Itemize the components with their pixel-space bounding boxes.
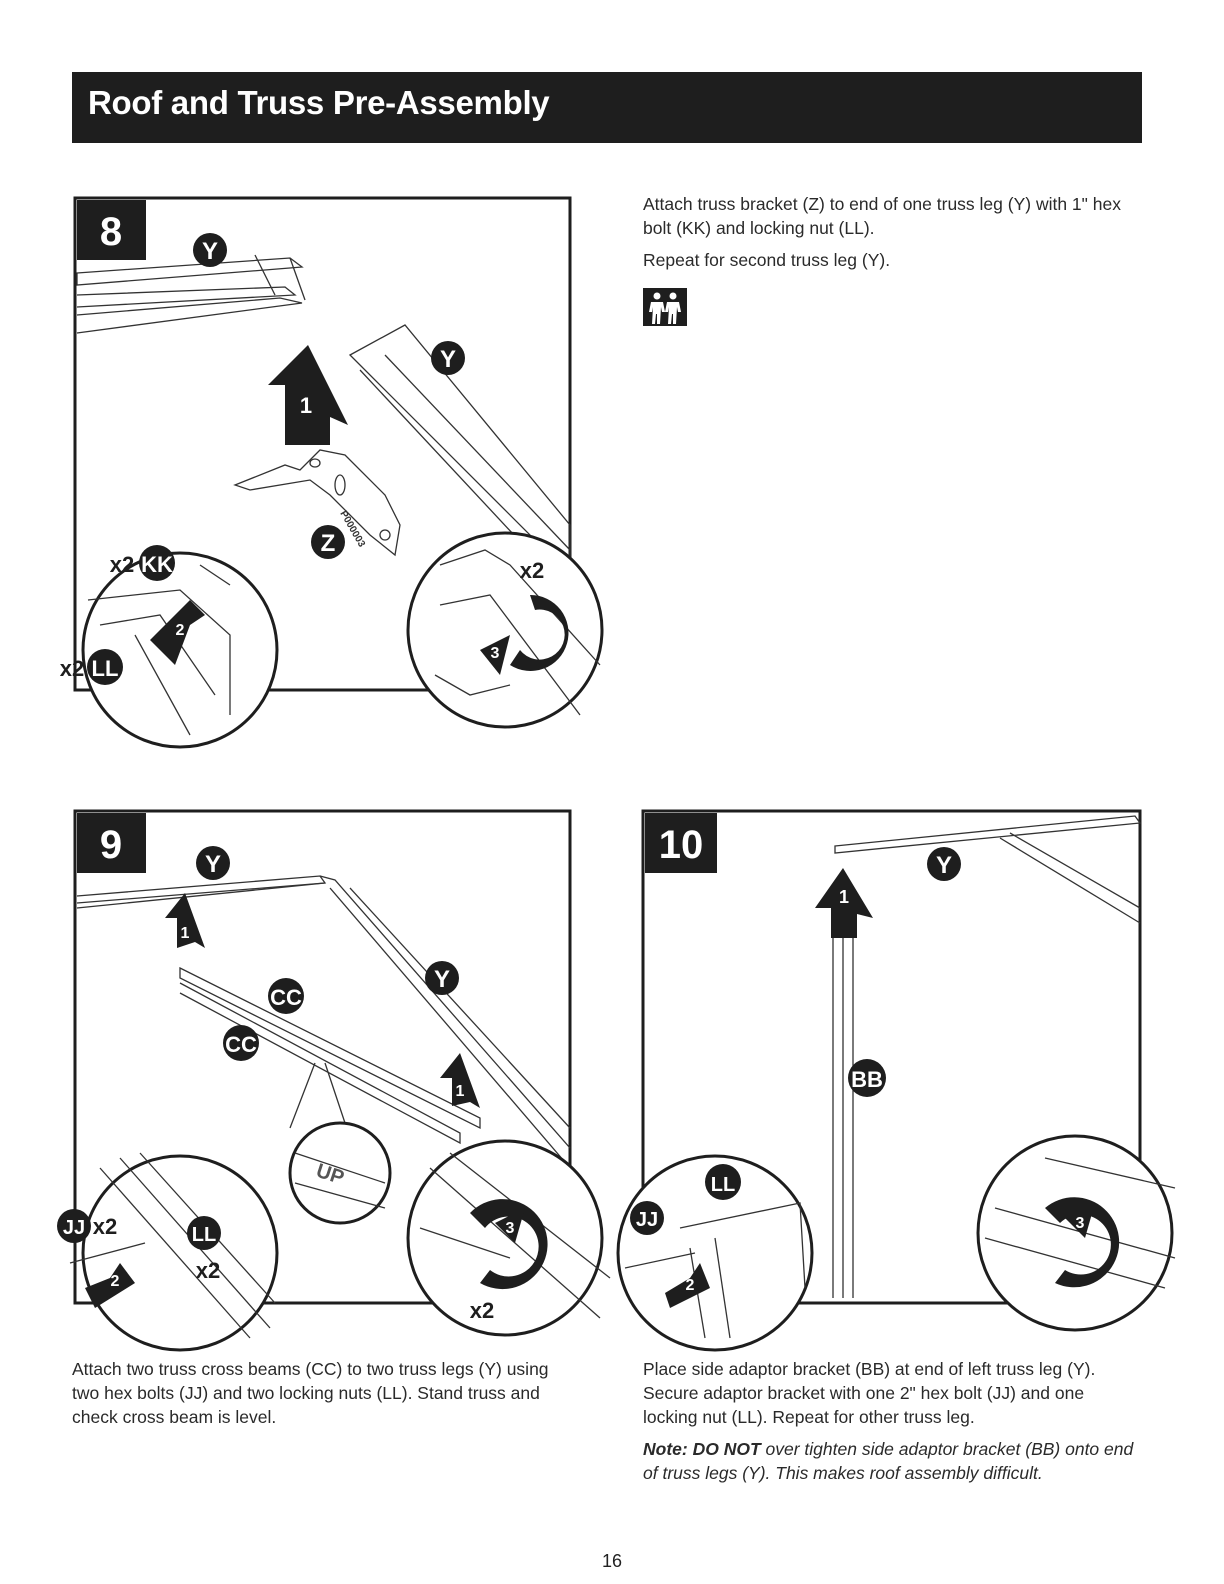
step-number: 8 [100,210,122,254]
section-title: Roof and Truss Pre-Assembly [88,84,550,121]
instruction-text: Attach two truss cross beams (CC) to two… [72,1359,549,1427]
arrow-step-1: 1 [300,393,312,418]
step-number: 10 [659,823,704,867]
part-label-kk: KK [141,552,173,577]
step-9-instructions: Attach two truss cross beams (CC) to two… [72,1357,562,1437]
quantity-label: x2 [93,1214,117,1239]
step-9-illustration: UP 9 Y Y CC CC JJ x2 LL x2 [40,808,611,1352]
part-label-y: Y [202,238,218,265]
instruction-text: Attach truss bracket (Z) to end of one t… [643,194,1121,238]
arrow-step-1: 1 [456,1083,465,1100]
section-header: Roof and Truss Pre-Assembly [72,72,1142,143]
quantity-label: x2 [520,558,544,583]
part-label-z: Z [321,530,336,557]
part-label-jj: JJ [636,1209,658,1231]
instruction-text: Place side adaptor bracket (BB) at end o… [643,1359,1096,1427]
part-label-y: Y [205,851,221,878]
note-body: over tighten side adaptor bracket (BB) o… [643,1439,1134,1483]
part-label-bb: BB [851,1067,883,1092]
step-10-illustration: 10 Y BB LL JJ 1 2 3 [605,808,1185,1352]
part-label-y: Y [434,966,450,993]
part-label-jj: JJ [63,1217,85,1239]
part-label-ll: LL [92,656,119,681]
part-label-cc: CC [225,1032,257,1057]
step-8-illustration: P000003 8 Y Y Z KK x2 LL x2 x2 1 2 3 [40,195,610,749]
arrow-step-3: 3 [506,1220,515,1237]
arrow-step-2: 2 [176,622,185,639]
step-8-instructions: Attach truss bracket (Z) to end of one t… [643,192,1143,280]
quantity-label: x2 [110,552,134,577]
part-label-ll: LL [192,1224,216,1246]
arrow-step-3: 3 [1076,1215,1085,1232]
quantity-label: x2 [60,656,84,681]
arrow-step-3: 3 [491,645,500,662]
quantity-label: x2 [196,1258,220,1283]
part-label-y: Y [936,852,952,879]
part-label-cc: CC [270,985,302,1010]
part-label-ll: LL [711,1174,735,1196]
quantity-label: x2 [470,1298,494,1323]
instruction-text: Repeat for second truss leg (Y). [643,250,891,270]
note-text: Note: DO NOT over tighten side adaptor b… [643,1437,1143,1485]
arrow-step-1: 1 [839,887,849,907]
arrow-step-2: 2 [686,1277,695,1294]
page-number: 16 [601,1551,623,1571]
arrow-step-1: 1 [181,925,190,942]
two-person-icon [643,288,687,326]
note-prefix: Note: DO NOT [643,1439,761,1459]
arrow-step-2: 2 [111,1273,120,1290]
step-number: 9 [100,823,122,867]
part-label-y: Y [440,346,456,373]
step-10-instructions: Place side adaptor bracket (BB) at end o… [643,1357,1143,1493]
